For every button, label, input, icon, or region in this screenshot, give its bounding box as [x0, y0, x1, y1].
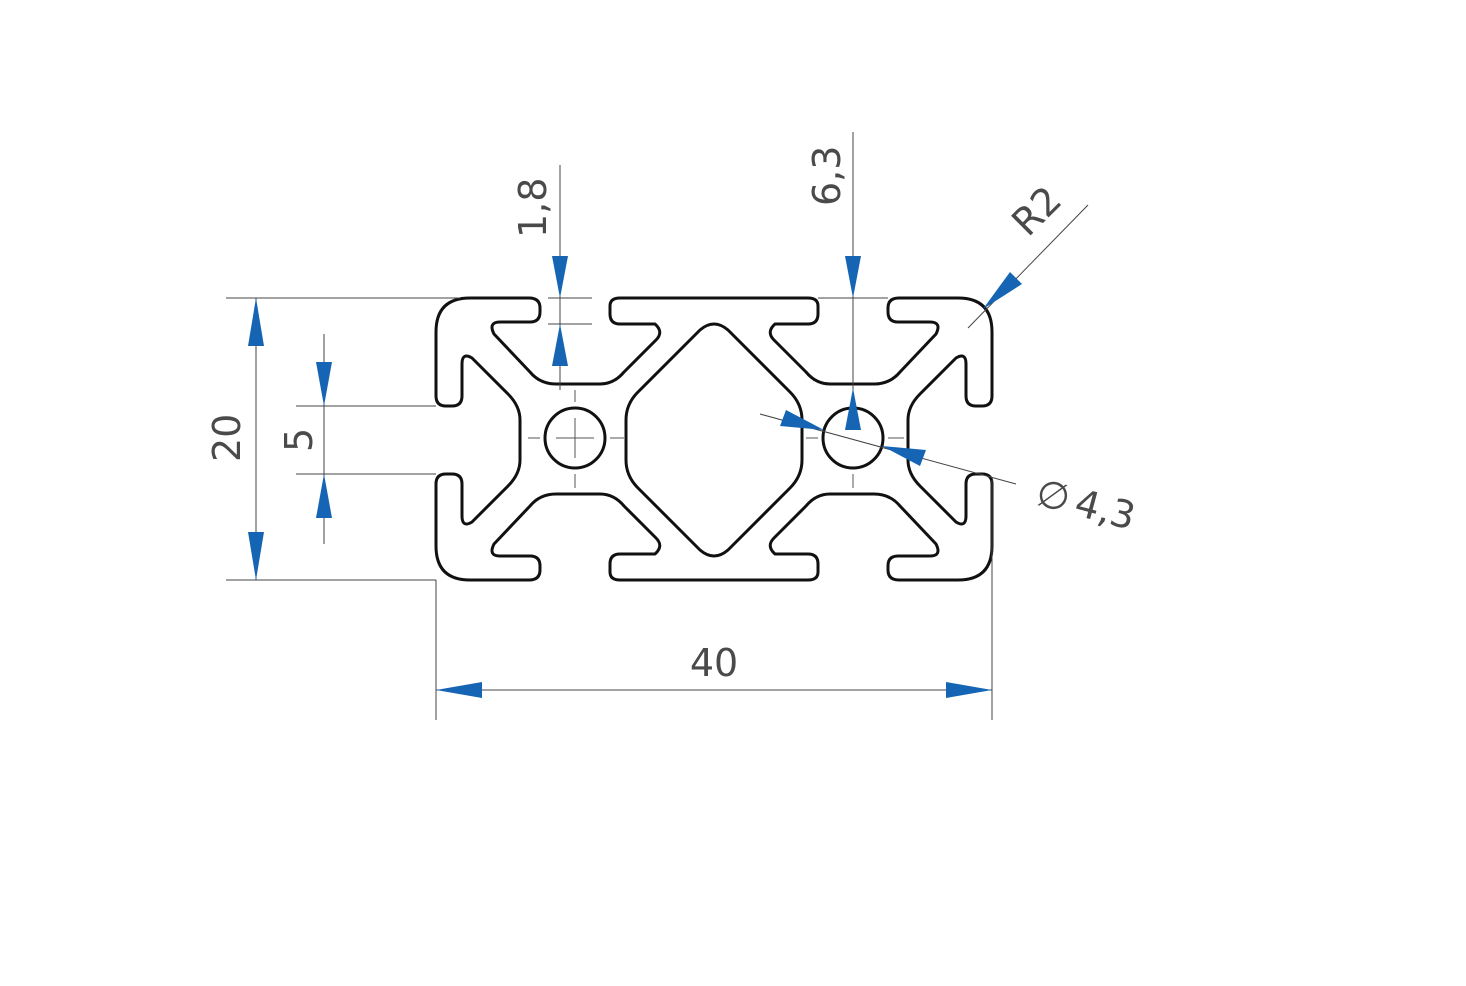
arrow-bore-left [780, 410, 824, 430]
dimension-width: 40 [435, 480, 993, 720]
arrow-width-left [436, 682, 482, 698]
diameter-symbol: ∅ [1032, 470, 1075, 521]
label-slot-depth: 6,3 [805, 146, 849, 206]
label-width: 40 [690, 641, 738, 685]
dimension-slot-wall: 1,8 [511, 165, 592, 390]
label-bore-diameter: 4,3 [1070, 481, 1140, 539]
arrow-slot-wall-bottom [552, 324, 568, 366]
dimension-height: 20 [205, 297, 460, 581]
label-slot-wall: 1,8 [511, 178, 555, 238]
bore-left [543, 406, 607, 470]
dimension-slot-width: 5 [277, 334, 436, 544]
arrow-slot-depth-bottom [845, 388, 861, 430]
arrow-height-bottom [248, 532, 264, 580]
arrow-bore-right [882, 446, 926, 466]
label-slot-width: 5 [277, 428, 321, 452]
arrow-slot-width-top [316, 362, 332, 406]
core-cavity [624, 322, 804, 558]
arrow-width-right [946, 682, 992, 698]
arrow-slot-wall-top [552, 256, 568, 298]
label-height: 20 [205, 414, 249, 462]
arrow-slot-depth-top [845, 256, 861, 298]
arrow-height-top [248, 298, 264, 346]
dimension-slot-depth: 6,3 [805, 132, 888, 430]
center-lines [528, 390, 904, 488]
arrow-corner-radius [983, 272, 1022, 309]
dimension-bore-diameter: ∅ 4,3 [759, 410, 1140, 539]
outer-contour [434, 296, 994, 582]
profile-outline [434, 296, 994, 582]
label-corner-radius: R2 [1003, 177, 1070, 244]
arrow-slot-width-bottom [316, 474, 332, 518]
dimension-corner-radius: R2 [967, 177, 1089, 329]
